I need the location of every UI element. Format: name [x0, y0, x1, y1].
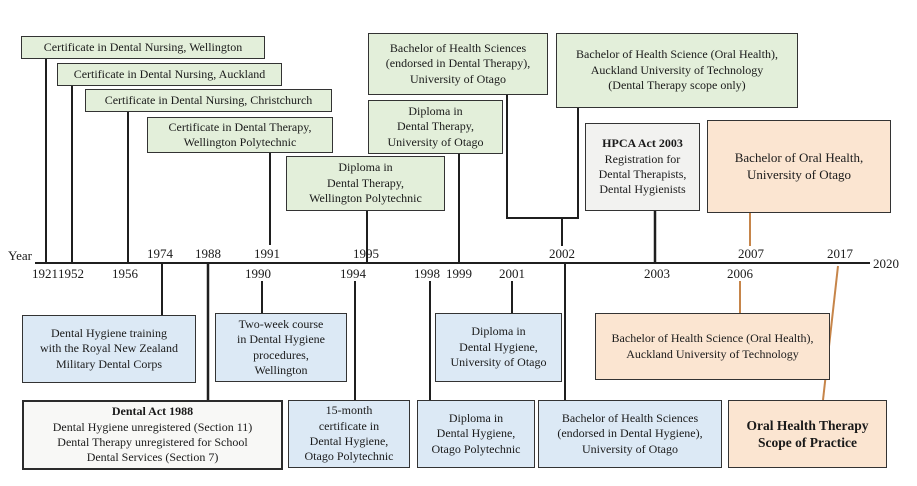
- year-label-1998: 1998: [414, 266, 440, 281]
- event-box-cert-15-month-label: 15-month certificate in Dental Hygiene, …: [304, 403, 394, 464]
- event-box-bhsc-oral-health-aut-label: Bachelor of Health Science (Oral Health)…: [611, 331, 814, 361]
- event-box-military-hygiene-training-label: Dental Hygiene training with the Royal N…: [40, 325, 178, 371]
- event-box-cert-nursing-christchurch: Certificate in Dental Nursing, Christchu…: [85, 89, 332, 112]
- year-label-1991: 1991: [254, 246, 280, 261]
- event-box-oral-health-therapy-scope: Oral Health Therapy Scope of Practice: [728, 400, 887, 468]
- event-box-hpca-act-2003: HPCA Act 2003 Registration for Dental Th…: [585, 123, 700, 211]
- event-box-diploma-hygiene-otago-university: Diploma in Dental Hygiene, University of…: [435, 313, 562, 382]
- event-box-diploma-therapy-otago: Diploma in Dental Therapy, University of…: [368, 100, 503, 154]
- event-box-dental-act-1988-title: Dental Act 1988: [111, 404, 194, 419]
- event-box-two-week-course-label: Two-week course in Dental Hygiene proced…: [237, 316, 325, 377]
- event-box-diploma-therapy-wellington: Diploma in Dental Therapy, Wellington Po…: [286, 156, 445, 211]
- event-box-two-week-course: Two-week course in Dental Hygiene proced…: [215, 313, 347, 382]
- event-box-bhsc-oral-health-aut-therapy: Bachelor of Health Science (Oral Health)…: [556, 33, 798, 108]
- year-label-1994: 1994: [340, 266, 366, 281]
- year-label-1995: 1995: [353, 246, 379, 261]
- year-label-1990: 1990: [245, 266, 271, 281]
- event-box-bhsc-therapy-otago: Bachelor of Health Sciences (endorsed in…: [368, 33, 548, 95]
- event-box-cert-nursing-auckland-label: Certificate in Dental Nursing, Auckland: [73, 66, 266, 81]
- event-box-hpca-act-2003-body: Registration for Dental Therapists, Dent…: [598, 151, 687, 197]
- event-box-diploma-hygiene-otago-university-label: Diploma in Dental Hygiene, University of…: [450, 324, 547, 370]
- year-label-2007: 2007: [738, 246, 764, 261]
- event-box-bhsc-therapy-otago-label: Bachelor of Health Sciences (endorsed in…: [385, 40, 531, 86]
- event-box-hpca-act-2003-title: HPCA Act 2003: [602, 136, 683, 151]
- year-label-2006: 2006: [727, 266, 753, 281]
- event-box-bhsc-hygiene-otago-label: Bachelor of Health Sciences (endorsed in…: [557, 410, 703, 456]
- event-box-cert-nursing-auckland: Certificate in Dental Nursing, Auckland: [57, 63, 282, 86]
- event-box-bachelor-oral-health-otago-label: Bachelor of Oral Health, University of O…: [734, 149, 864, 182]
- event-box-dental-act-1988-body: Dental Hygiene unregistered (Section 11)…: [52, 419, 253, 465]
- year-label-1952: 1952: [58, 266, 84, 281]
- year-label-2003: 2003: [644, 266, 670, 281]
- year-label-1921: 1921: [32, 266, 58, 281]
- event-box-cert-15-month: 15-month certificate in Dental Hygiene, …: [288, 400, 410, 468]
- event-box-dental-act-1988: Dental Act 1988 Dental Hygiene unregiste…: [22, 400, 283, 470]
- event-box-diploma-hygiene-otago-polytechnic: Diploma in Dental Hygiene, Otago Polytec…: [417, 400, 535, 468]
- year-label-1999: 1999: [446, 266, 472, 281]
- event-box-cert-therapy-wellington-label: Certificate in Dental Therapy, Wellingto…: [168, 119, 312, 149]
- year-label-1974: 1974: [147, 246, 173, 261]
- event-box-cert-nursing-wellington: Certificate in Dental Nursing, Wellingto…: [21, 36, 265, 59]
- event-box-bhsc-oral-health-aut: Bachelor of Health Science (Oral Health)…: [595, 313, 830, 380]
- year-label-1988: 1988: [195, 246, 221, 261]
- event-box-military-hygiene-training: Dental Hygiene training with the Royal N…: [22, 315, 196, 383]
- year-label-2017: 2017: [827, 246, 853, 261]
- year-label-1956: 1956: [112, 266, 138, 281]
- year-label-2002: 2002: [549, 246, 575, 261]
- event-box-diploma-therapy-otago-label: Diploma in Dental Therapy, University of…: [387, 103, 484, 149]
- event-box-diploma-hygiene-otago-polytechnic-label: Diploma in Dental Hygiene, Otago Polytec…: [431, 410, 521, 456]
- event-box-oral-health-therapy-scope-label: Oral Health Therapy Scope of Practice: [746, 417, 869, 450]
- event-box-cert-therapy-wellington: Certificate in Dental Therapy, Wellingto…: [147, 117, 333, 153]
- event-box-cert-nursing-wellington-label: Certificate in Dental Nursing, Wellingto…: [43, 39, 243, 54]
- year-label-2001: 2001: [499, 266, 525, 281]
- event-box-cert-nursing-christchurch-label: Certificate in Dental Nursing, Christchu…: [104, 92, 313, 107]
- event-box-bhsc-hygiene-otago: Bachelor of Health Sciences (endorsed in…: [538, 400, 722, 468]
- event-box-bhsc-oral-health-aut-therapy-label: Bachelor of Health Science (Oral Health)…: [576, 47, 778, 93]
- axis-label-year: Year: [8, 248, 32, 263]
- event-box-bachelor-oral-health-otago: Bachelor of Oral Health, University of O…: [707, 120, 891, 213]
- axis-end-year-2020: 2020: [873, 256, 899, 271]
- event-box-diploma-therapy-wellington-label: Diploma in Dental Therapy, Wellington Po…: [309, 160, 422, 206]
